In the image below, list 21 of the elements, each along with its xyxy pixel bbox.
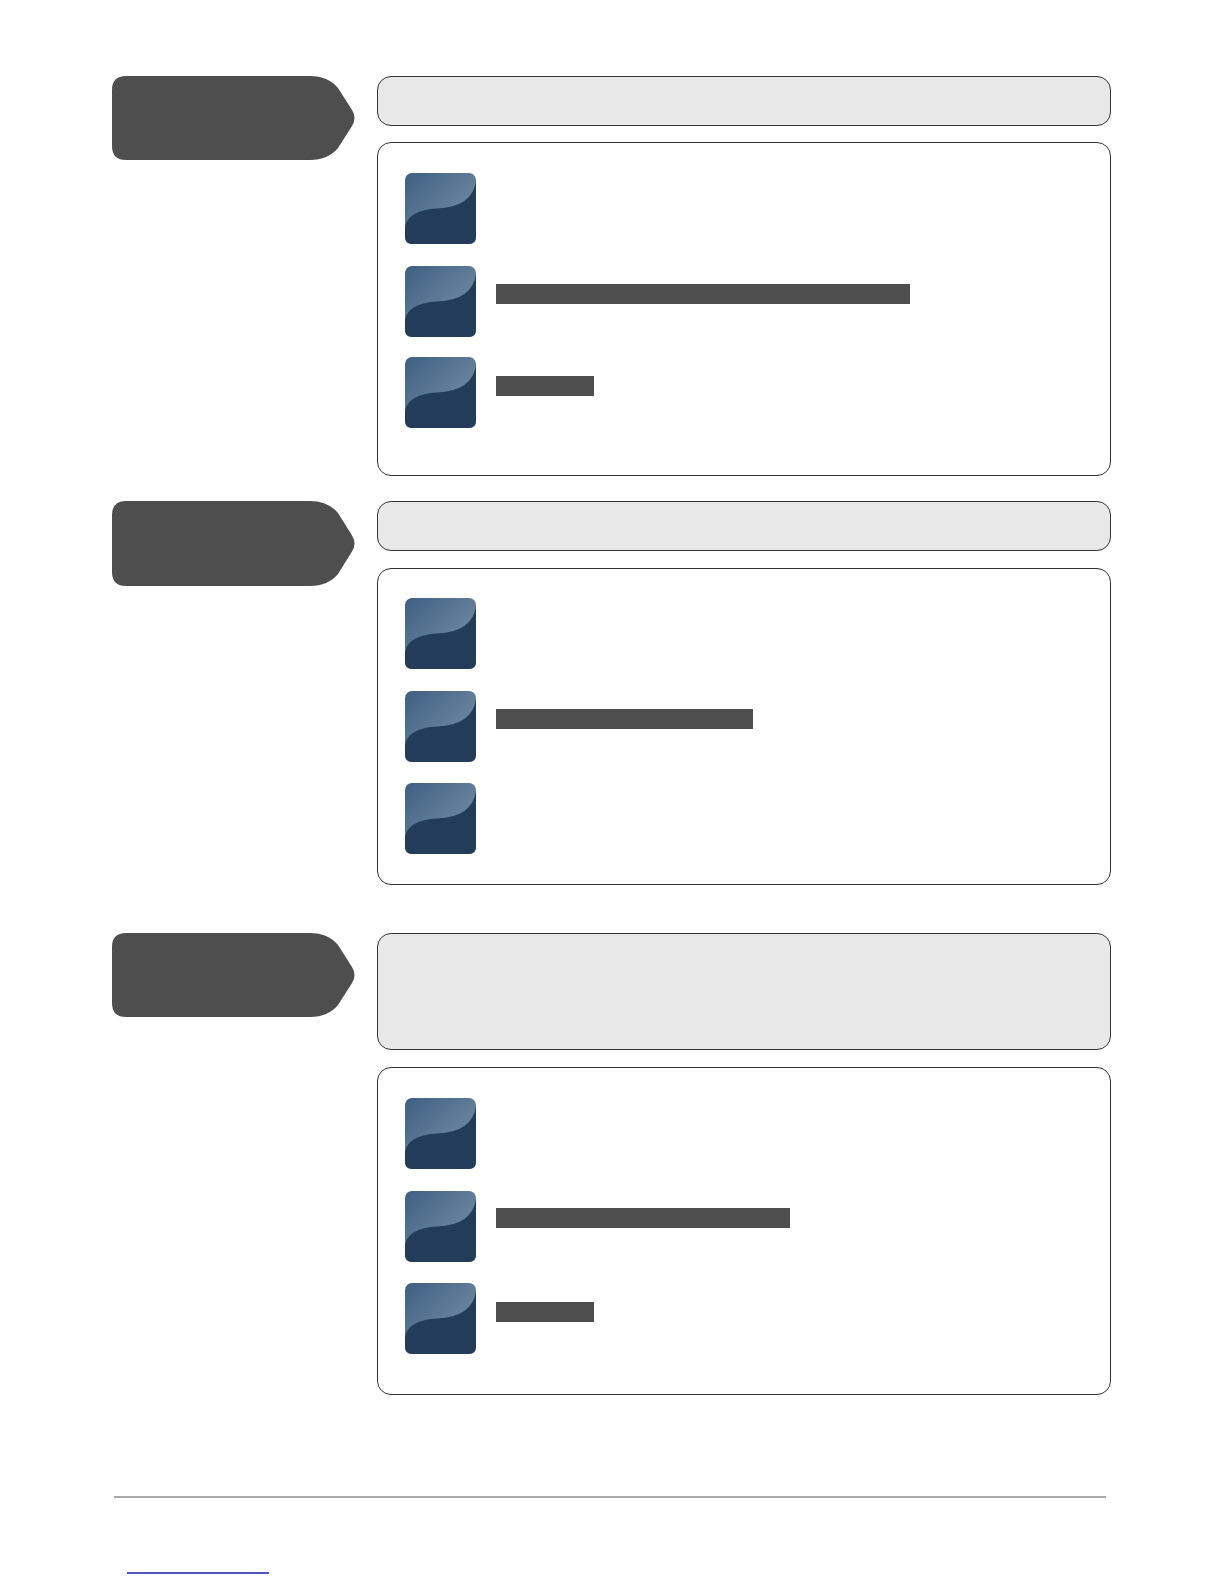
header-bar	[377, 933, 1111, 1050]
header-bar	[377, 76, 1111, 126]
bullet-icon	[405, 1191, 476, 1262]
header-bar	[377, 501, 1111, 551]
redaction-bar	[496, 1208, 790, 1228]
redaction-bar	[496, 1302, 594, 1322]
bullet-icon	[405, 173, 476, 244]
bullet-icon	[405, 1098, 476, 1169]
bullet-icon	[405, 598, 476, 669]
redaction-bar	[496, 376, 594, 396]
content-panel	[377, 568, 1111, 885]
bullet-icon	[405, 357, 476, 428]
content-panel	[377, 1067, 1111, 1395]
redaction-bar	[496, 284, 910, 304]
redaction-bar	[496, 709, 753, 729]
content-panel	[377, 142, 1111, 476]
bullet-icon	[405, 691, 476, 762]
bullet-icon	[405, 783, 476, 854]
section-tab	[112, 501, 358, 586]
bullet-icon	[405, 1283, 476, 1354]
bullet-icon	[405, 266, 476, 337]
